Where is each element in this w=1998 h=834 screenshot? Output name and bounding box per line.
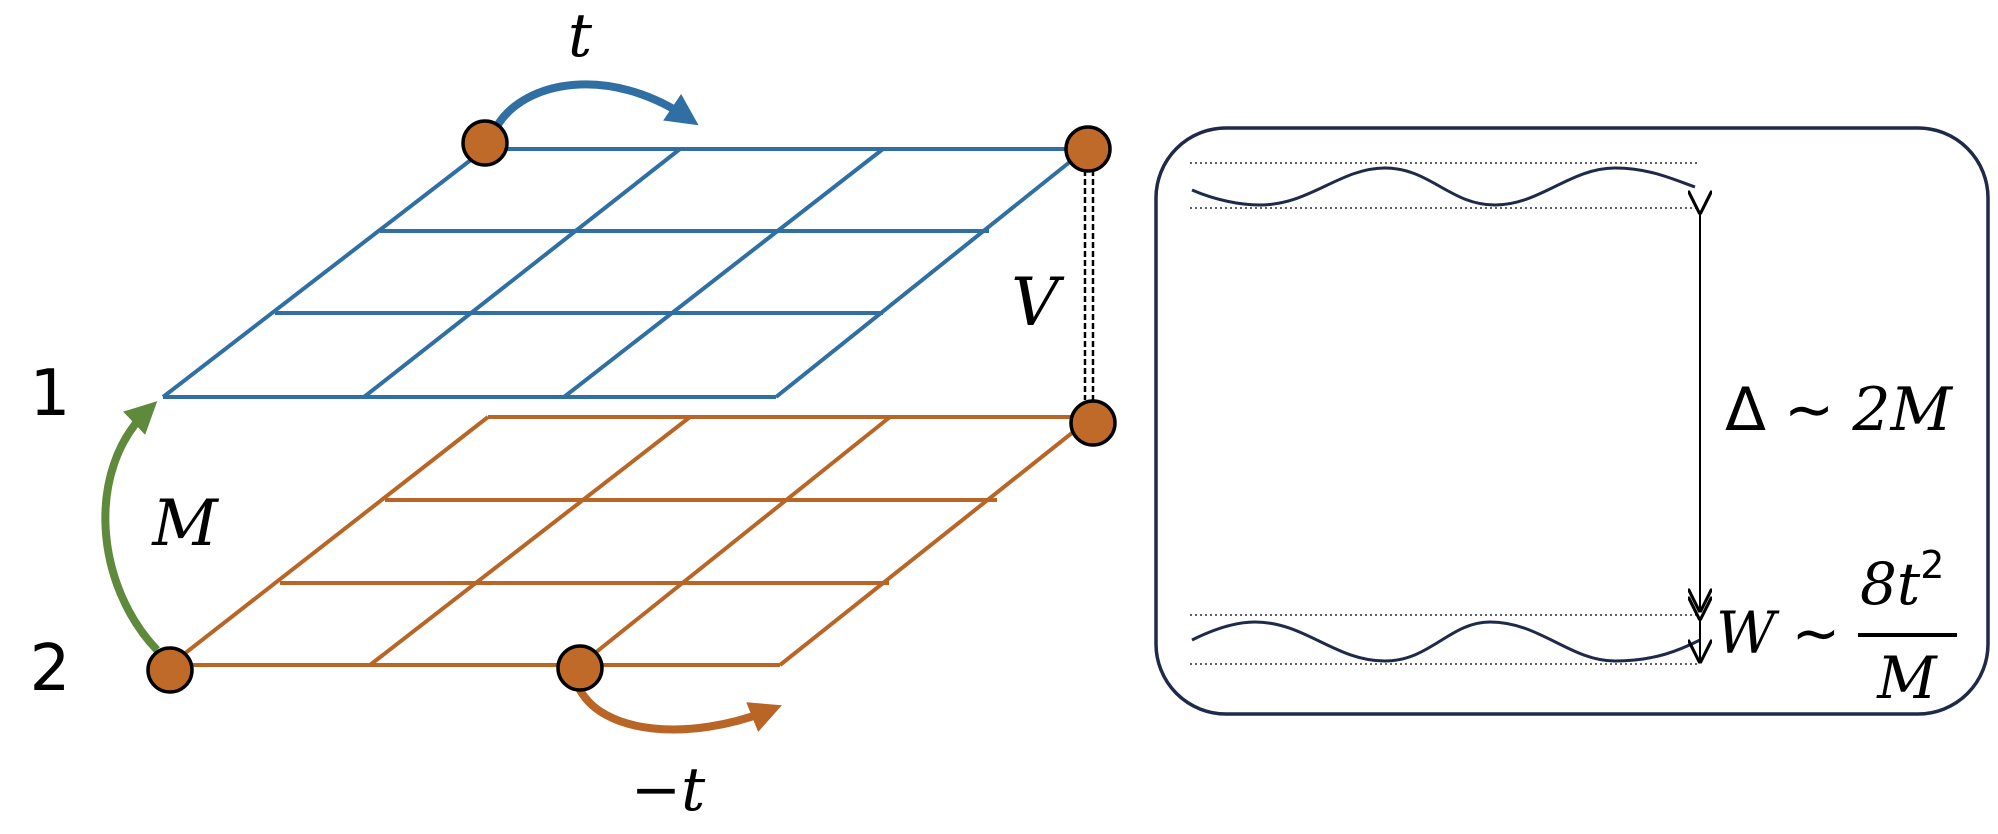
site-bottom-mid: [556, 644, 604, 692]
bottom-lattice: [168, 415, 1094, 667]
top-lattice: [161, 147, 1088, 399]
layer-2-label: 2: [30, 632, 71, 706]
hop-label-top: t: [568, 1, 593, 71]
bandwidth-label: W∼: [1716, 599, 1840, 667]
gap-label: Δ∼2M: [1725, 375, 1954, 445]
site-top-left: [461, 119, 509, 167]
hop-arrow-bottom: [574, 684, 782, 734]
hop-label-bottom: −t: [631, 755, 706, 825]
lower-band: [1191, 620, 1701, 663]
band-guides: [1190, 162, 1700, 665]
bandwidth-numerator: 8t2: [1860, 543, 1944, 618]
site-bottom-left: [146, 646, 194, 694]
lattice-sites: [146, 119, 1117, 694]
interlayer-coupling: [1083, 170, 1095, 400]
hop-arrow-top: [493, 80, 699, 129]
layer-1-label: 1: [30, 357, 71, 431]
mass-label: M: [151, 487, 219, 561]
site-top-right: [1064, 125, 1112, 173]
upper-band: [1191, 166, 1696, 207]
site-bottom-right: [1069, 399, 1117, 447]
bandwidth-denominator: M: [1876, 644, 1938, 712]
mass-arrow: [101, 401, 160, 653]
interlayer-label: V: [1011, 264, 1065, 341]
band-panel: [1154, 126, 1990, 716]
